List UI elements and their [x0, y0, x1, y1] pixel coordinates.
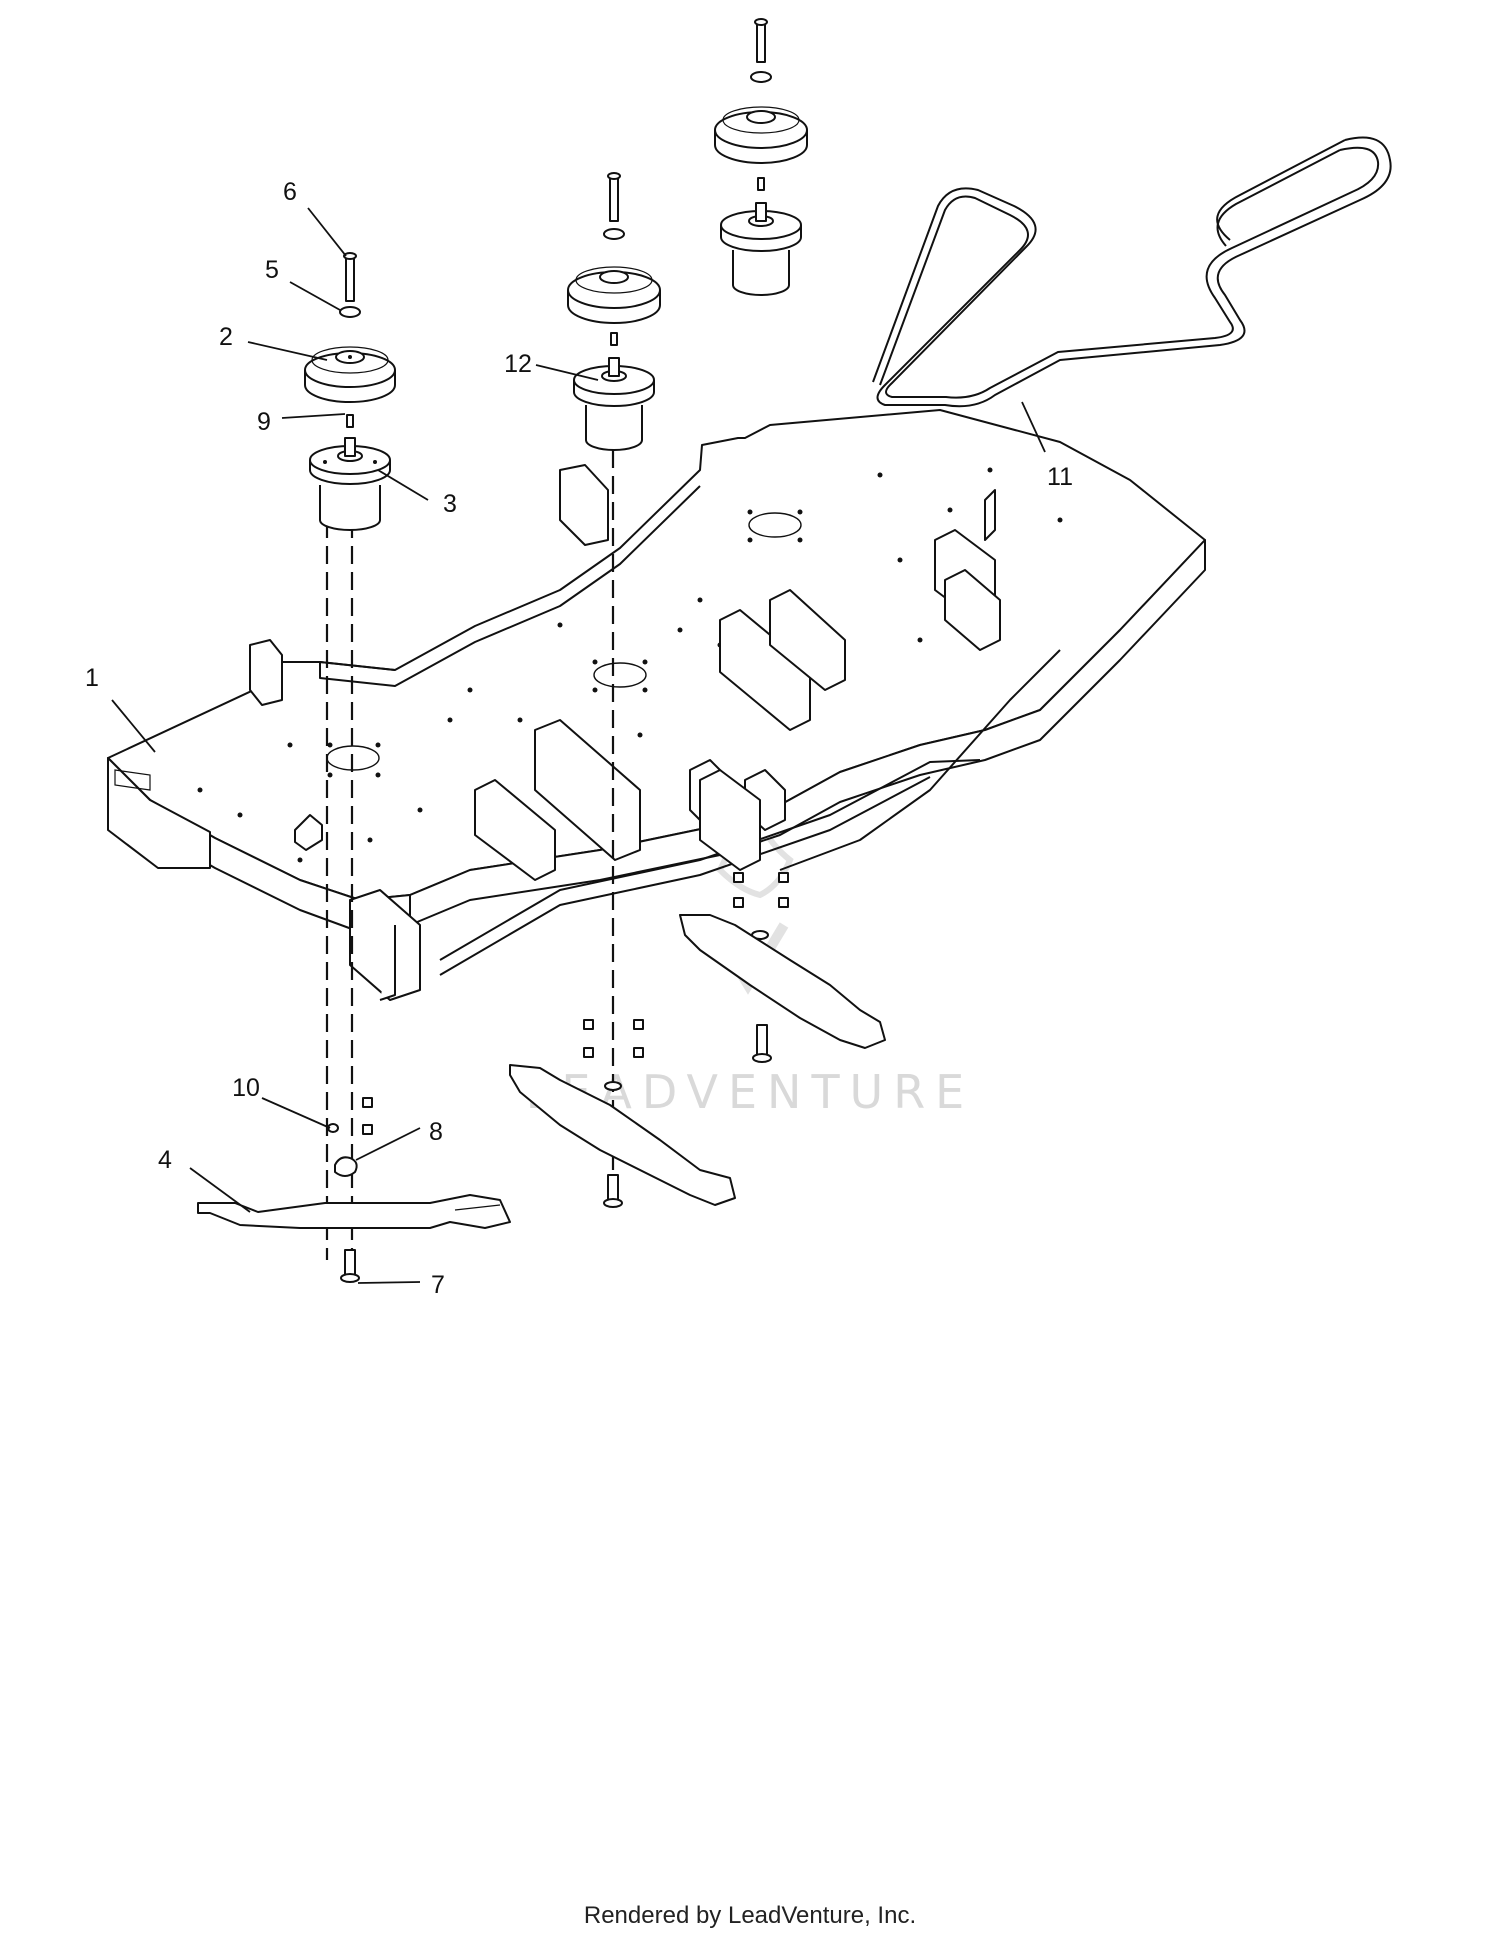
callout-2: 2	[219, 323, 233, 351]
pulley-key	[346, 414, 354, 428]
spindle-bolt	[343, 252, 357, 302]
right-spindle-stack	[679, 18, 886, 1063]
blade-bolt	[340, 1249, 360, 1283]
spindle-washer	[339, 306, 361, 318]
leader-lines	[111, 207, 1046, 1284]
side-hangers	[349, 529, 1001, 1001]
mounting-holes	[197, 467, 1063, 863]
callout-12: 12	[504, 350, 532, 378]
spindle-hole-right	[748, 512, 802, 538]
blade-nuts-left	[362, 1097, 373, 1135]
left-spindle-stack	[197, 252, 511, 1283]
center-spindle-stack	[509, 172, 736, 1208]
callout-labels: 1 2 3 4 5 6 7 8 9 10 11 12	[85, 178, 1073, 1299]
callout-11: 11	[1047, 463, 1073, 491]
callout-9: 9	[257, 408, 271, 436]
callout-3: 3	[443, 490, 457, 518]
callout-7: 7	[431, 1271, 445, 1299]
callout-8: 8	[429, 1118, 443, 1146]
mower-deck-housing	[107, 409, 1206, 1001]
callout-4: 4	[158, 1146, 172, 1174]
spindle-assembly	[309, 437, 391, 531]
render-credit: Rendered by LeadVenture, Inc.	[583, 1902, 917, 1929]
drive-belt	[872, 136, 1392, 408]
callout-1: 1	[85, 664, 99, 692]
callout-6: 6	[283, 178, 297, 206]
blade-washer	[334, 1156, 358, 1177]
callout-10: 10	[232, 1074, 260, 1102]
callout-5: 5	[265, 256, 279, 284]
mower-blade	[197, 1194, 511, 1229]
spindle-pulley	[304, 346, 396, 403]
spindle-hole-center	[593, 662, 647, 688]
